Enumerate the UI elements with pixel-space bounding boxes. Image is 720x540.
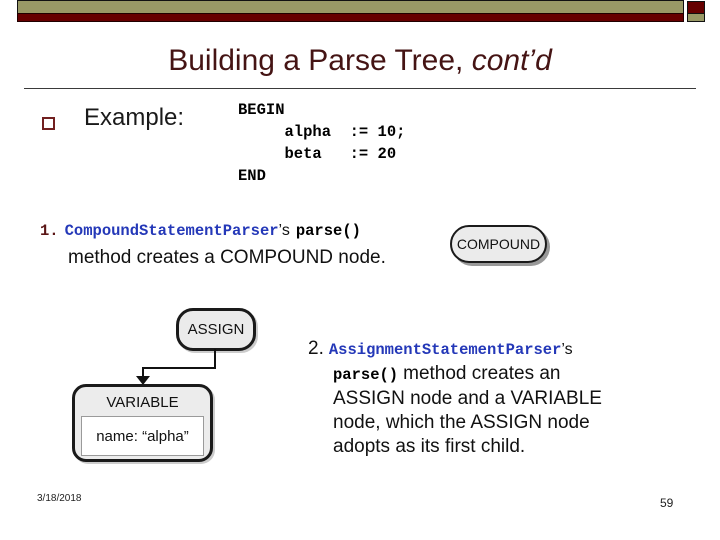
step2-class-name: AssignmentStatementParser xyxy=(328,341,562,359)
header-bar-maroon xyxy=(17,13,684,22)
slide-title-contd: cont’d xyxy=(471,44,552,77)
header-accent-square-olive xyxy=(687,13,705,22)
square-bullet-icon xyxy=(42,117,55,130)
footer-page-number: 59 xyxy=(660,496,674,510)
header-bar-olive xyxy=(17,0,684,14)
compound-node: COMPOUND xyxy=(450,225,547,263)
step2-line2-text: method creates an xyxy=(403,363,561,384)
assign-node-label: ASSIGN xyxy=(187,321,245,338)
compound-node-label: COMPOUND xyxy=(456,236,541,252)
step1-class-name: CompoundStatementParser xyxy=(64,222,279,240)
step1-text: 1. CompoundStatementParser’s parse() metho… xyxy=(40,219,386,269)
arrowhead-down-icon xyxy=(136,376,150,385)
slide-title-main: Building a Parse Tree, xyxy=(168,44,472,77)
step2-text: 2.AssignmentStatementParser’s parse()met… xyxy=(308,337,602,459)
title-divider xyxy=(24,88,696,89)
step2-method-name: parse() xyxy=(333,366,399,384)
step1-number: 1. xyxy=(40,222,59,240)
step1-possessive: ’s xyxy=(278,222,290,239)
code-line: beta := 20 xyxy=(238,145,397,163)
step2-possessive: ’s xyxy=(561,341,573,358)
connector-line xyxy=(142,367,216,369)
step2-line1: 2.AssignmentStatementParser’s xyxy=(308,337,602,362)
step2-line3: ASSIGN node and a VARIABLE xyxy=(333,388,602,409)
code-block: BEGIN alpha := 10; beta := 20 END xyxy=(238,99,405,187)
footer-date: 3/18/2018 xyxy=(37,493,82,504)
step1-line1: 1. CompoundStatementParser’s parse() xyxy=(40,219,386,243)
step2-number: 2. xyxy=(308,338,324,359)
code-line: alpha := 10; xyxy=(238,123,406,141)
variable-node: VARIABLE name: “alpha” xyxy=(72,384,213,462)
code-line: BEGIN xyxy=(238,101,285,119)
example-label: Example: xyxy=(84,104,185,131)
step1-line2: method creates a COMPOUND node. xyxy=(68,247,386,268)
connector-line xyxy=(214,349,216,369)
variable-node-label: VARIABLE xyxy=(106,394,179,411)
slide-title: Building a Parse Tree, cont’d xyxy=(0,44,720,78)
step2-line4: node, which the ASSIGN node xyxy=(333,412,590,433)
step2-line2: parse()method creates an xyxy=(333,362,602,387)
step2-line5: adopts as its first child. xyxy=(333,436,526,457)
variable-name-attribute: name: “alpha” xyxy=(81,416,204,456)
step1-method-name: parse() xyxy=(295,222,361,240)
connector-line xyxy=(142,369,144,378)
assign-node: ASSIGN xyxy=(176,308,256,351)
code-line: END xyxy=(238,167,266,185)
